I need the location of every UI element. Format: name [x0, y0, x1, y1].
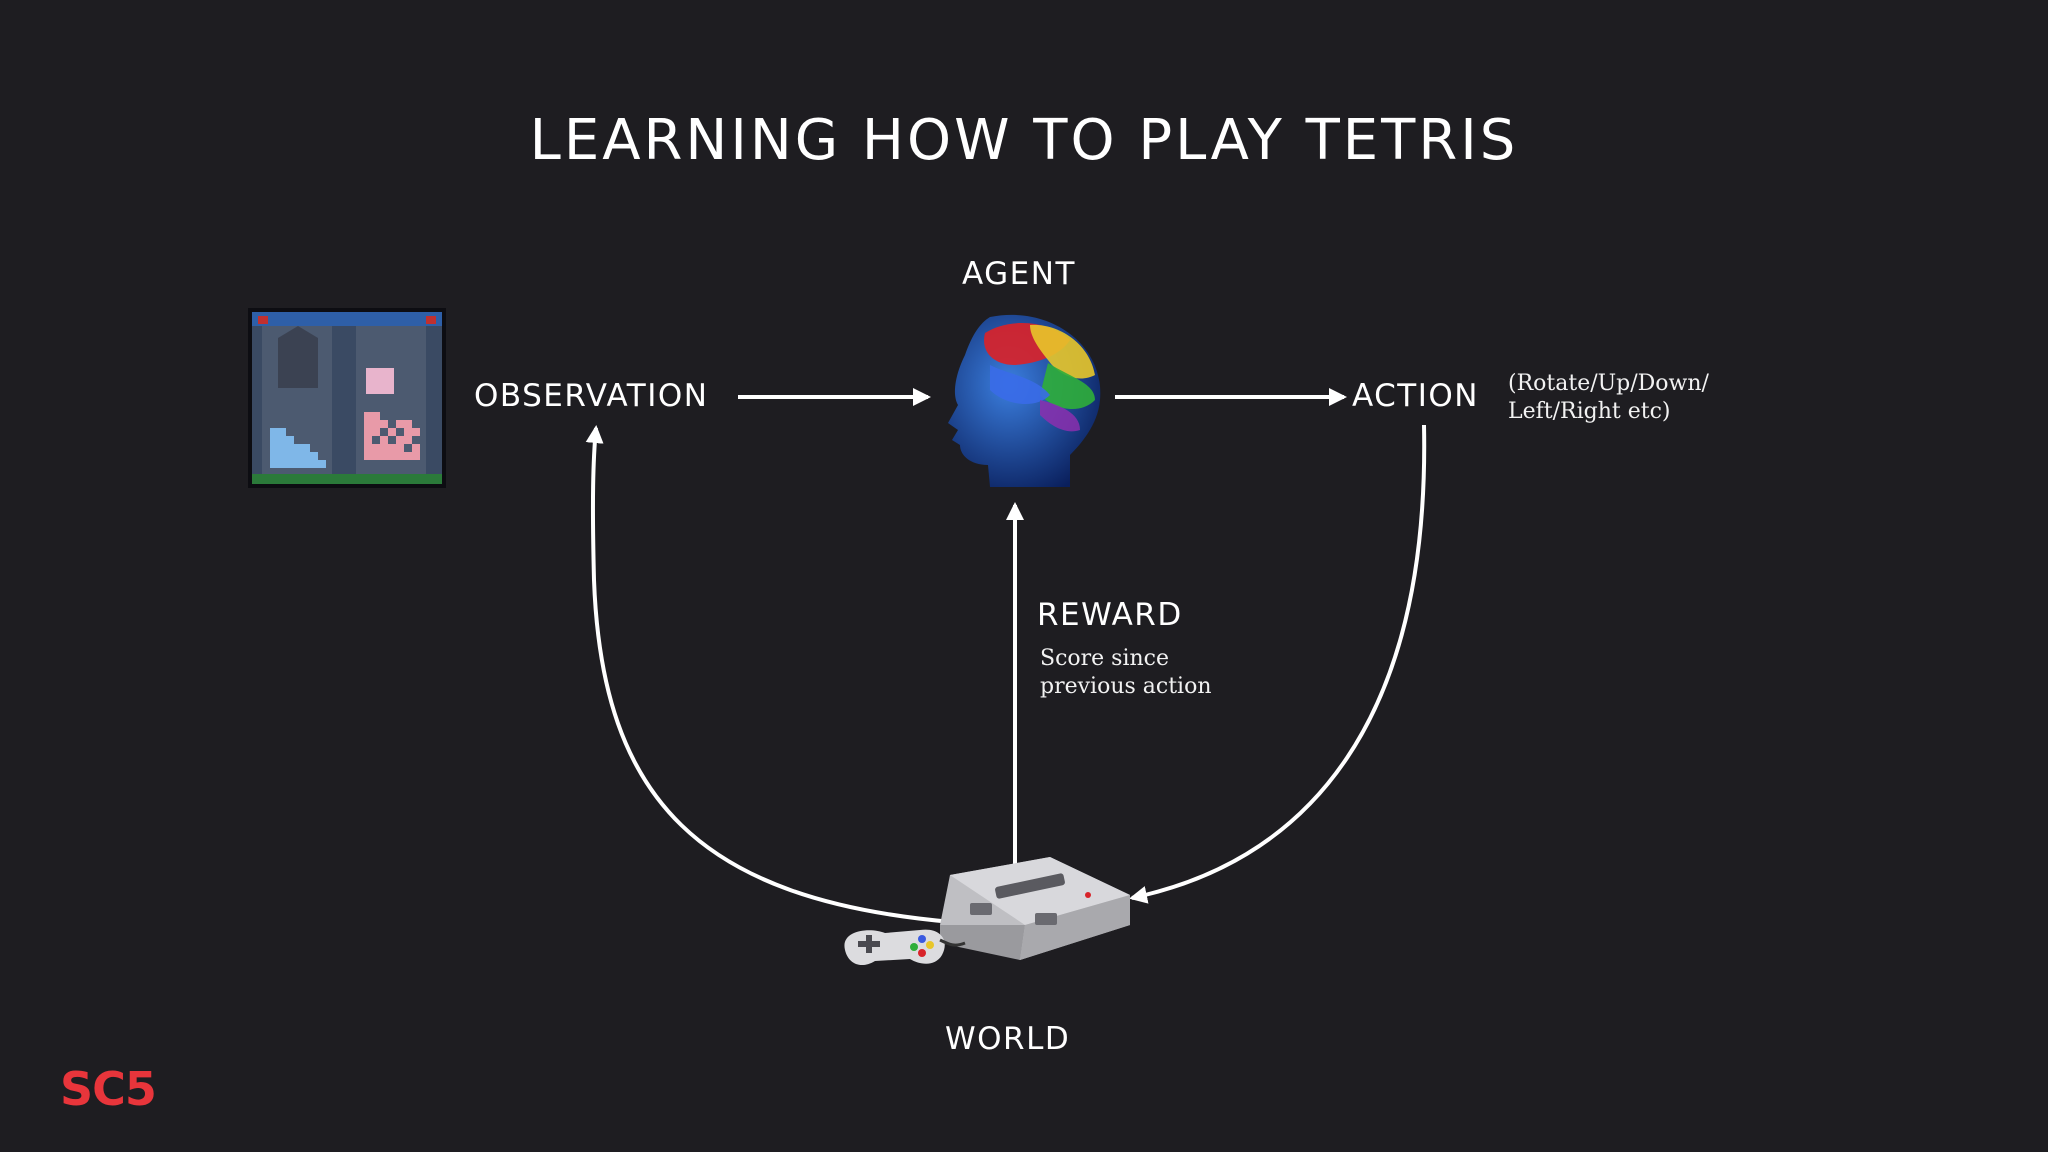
- arrow-world-to-observation: [585, 425, 953, 924]
- sc5-logo: SC5: [60, 1062, 157, 1116]
- action-note: (Rotate/Up/Down/ Left/Right etc): [1508, 370, 1709, 426]
- reward-label: REWARD: [1037, 597, 1183, 633]
- reward-note: Score since previous action: [1040, 645, 1212, 701]
- observation-label: OBSERVATION: [474, 378, 709, 414]
- action-label: ACTION: [1352, 378, 1479, 414]
- world-label: WORLD: [945, 1021, 1071, 1057]
- arrow-action-to-world: [1129, 424, 1427, 904]
- reward-note-line1: Score since: [1040, 646, 1170, 671]
- slide-title: LEARNING HOW TO PLAY TETRIS: [529, 108, 1519, 173]
- world-console-image: [840, 855, 1130, 990]
- tetris-game-image: [248, 308, 446, 488]
- agent-label: AGENT: [962, 256, 1076, 292]
- action-note-line1: (Rotate/Up/Down/: [1508, 371, 1709, 396]
- reward-note-line2: previous action: [1040, 674, 1212, 699]
- action-note-line2: Left/Right etc): [1508, 399, 1671, 424]
- agent-brain-head-image: [930, 305, 1110, 490]
